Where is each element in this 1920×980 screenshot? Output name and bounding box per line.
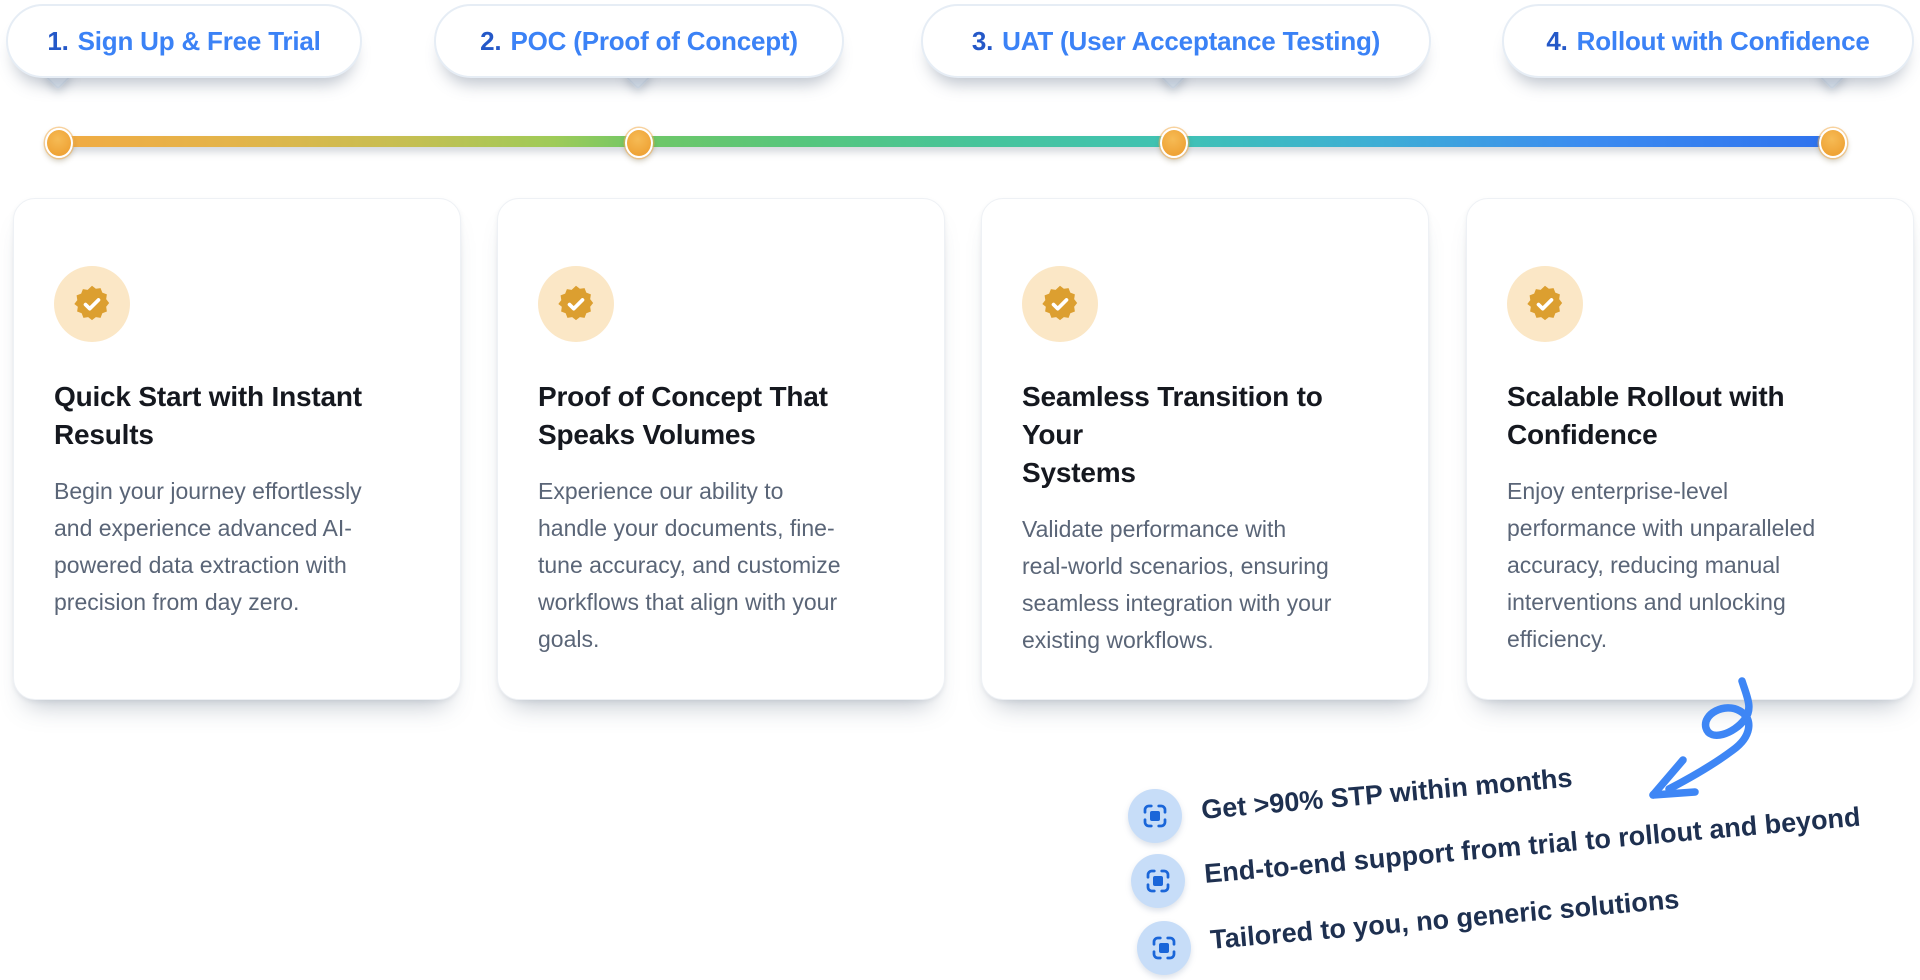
highlight-text: Get >90% STP within months [1200,762,1574,825]
step-number: 4. [1546,25,1568,56]
verified-badge-icon [538,266,614,342]
timeline-dot-1 [45,128,73,158]
card-title: Quick Start with Instant Results [54,381,362,450]
step-number: 2. [480,25,502,56]
card-body: Begin your journey effortlessly and expe… [54,478,362,615]
step-number: 1. [47,25,69,56]
timeline-gradient-bar [57,136,1831,147]
step-label: UAT (User Acceptance Testing) [1002,25,1381,56]
seal-check-icon [1527,285,1563,321]
card-title: Proof of Concept That Speaks Volumes [538,381,828,450]
card-body: Experience our ability to handle your do… [538,478,841,652]
scan-frame-glyph [1146,869,1170,893]
card-title: Seamless Transition to Your Systems [1022,381,1323,488]
step-label: Rollout with Confidence [1576,25,1870,56]
verified-badge-icon [1507,266,1583,342]
step-card-4: Scalable Rollout with Confidence Enjoy e… [1466,198,1914,700]
step-bubble-4: 4. Rollout with Confidence [1502,4,1914,78]
verified-badge-icon [54,266,130,342]
step-bubble-1: 1. Sign Up & Free Trial [6,4,362,78]
scan-frame-icon [1128,789,1182,843]
scan-frame-glyph [1143,804,1167,828]
step-bubble-3: 3. UAT (User Acceptance Testing) [921,4,1431,78]
step-label: Sign Up & Free Trial [77,25,321,56]
step-number: 3. [971,25,994,56]
step-bubble-2: 2. POC (Proof of Concept) [434,4,844,78]
step-card-1: Quick Start with Instant Results Begin y… [13,198,461,700]
timeline-dot-2 [625,128,653,158]
scan-frame-icon [1131,854,1185,908]
timeline-dot-3 [1160,128,1188,158]
seal-check-icon [558,285,594,321]
step-card-2: Proof of Concept That Speaks Volumes Exp… [497,198,945,700]
card-title: Scalable Rollout with Confidence [1507,381,1785,450]
scan-frame-icon [1137,921,1191,975]
step-card-3: Seamless Transition to Your Systems Vali… [981,198,1429,700]
step-label: POC (Proof of Concept) [510,25,798,56]
card-body: Validate performance with real-world sce… [1022,516,1332,653]
seal-check-icon [74,285,110,321]
seal-check-icon [1042,285,1078,321]
scan-frame-glyph [1152,936,1176,960]
verified-badge-icon [1022,266,1098,342]
timeline-dot-4 [1819,128,1847,158]
hand-drawn-arrow-icon [1649,677,1753,799]
highlight-text: Tailored to you, no generic solutions [1209,883,1681,955]
card-body: Enjoy enterprise-level performance with … [1507,478,1816,652]
